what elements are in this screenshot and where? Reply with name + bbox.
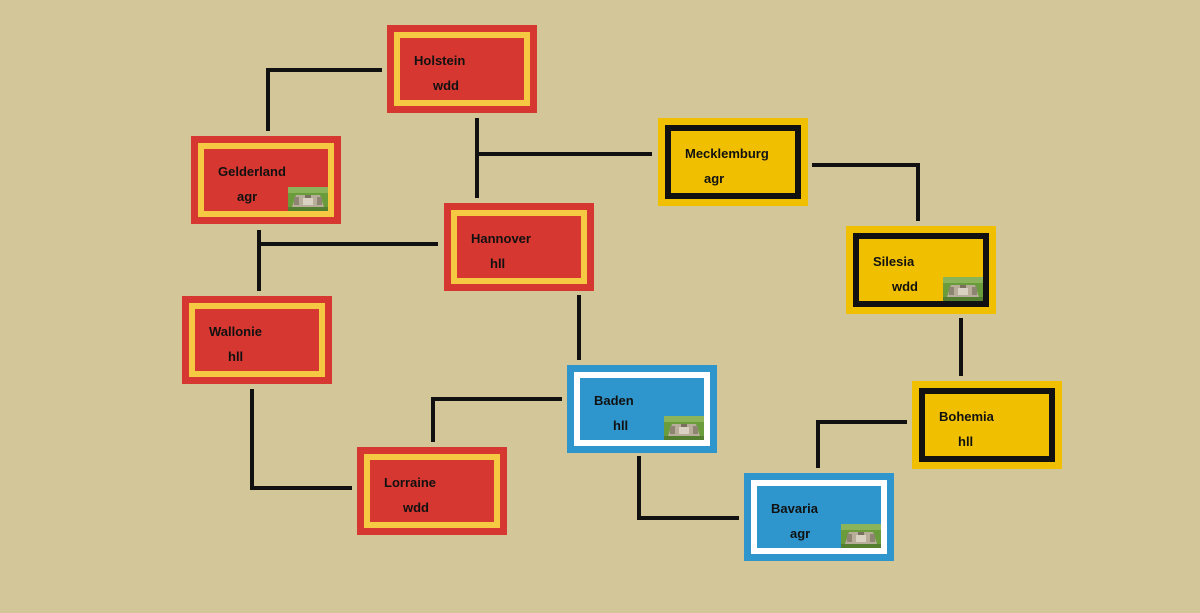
province-resource: hll	[490, 256, 506, 271]
link-baden-lorraine	[431, 397, 562, 442]
province-resource: hll	[613, 418, 629, 433]
province-name: Bohemia	[939, 409, 994, 424]
fortress-icon	[841, 524, 881, 548]
province-bohemia[interactable]: Bohemia hll	[912, 381, 1062, 469]
province-resource: agr	[790, 526, 811, 541]
province-resource: agr	[704, 171, 725, 186]
province-name: Silesia	[873, 254, 915, 269]
faction-border	[665, 125, 801, 199]
faction-border	[198, 143, 334, 217]
faction-border	[751, 480, 887, 554]
link-wallonie-lorraine	[250, 389, 352, 490]
province-mecklemburg[interactable]: Mecklemburg agr	[658, 118, 808, 206]
province-resource: wdd	[433, 78, 459, 93]
faction-border	[451, 210, 587, 284]
faction-border	[919, 388, 1055, 462]
faction-border	[574, 372, 710, 446]
province-gelderland[interactable]: Gelderland agr	[191, 136, 341, 224]
province-name: Mecklemburg	[685, 146, 769, 161]
faction-border	[189, 303, 325, 377]
province-name: Gelderland	[218, 164, 286, 179]
province-holstein[interactable]: Holstein wdd	[387, 25, 537, 113]
link-baden-bavaria	[637, 456, 739, 520]
province-resource: agr	[237, 189, 258, 204]
province-name: Lorraine	[384, 475, 437, 490]
faction-border	[364, 454, 500, 528]
province-baden[interactable]: Baden hll	[567, 365, 717, 453]
province-bavaria[interactable]: Bavaria agr	[744, 473, 894, 561]
province-resource: hll	[228, 349, 244, 364]
province-lorraine[interactable]: Lorraine wdd	[357, 447, 507, 535]
province-name: Wallonie	[209, 324, 262, 339]
province-silesia[interactable]: Silesia wdd	[846, 226, 996, 314]
fortress-icon	[664, 416, 704, 440]
link-holstein-gelderland	[266, 68, 382, 131]
province-resource: wdd	[892, 279, 918, 294]
fortress-icon	[288, 187, 328, 211]
province-name: Holstein	[414, 53, 466, 68]
fortress-icon	[943, 277, 983, 301]
province-resource: wdd	[403, 500, 429, 515]
faction-border	[853, 233, 989, 307]
province-resource: hll	[958, 434, 974, 449]
link-mecklemburg-silesia	[812, 163, 920, 221]
faction-border	[394, 32, 530, 106]
link-bohemia-bavaria	[816, 420, 907, 468]
province-name: Bavaria	[771, 501, 818, 516]
province-name: Hannover	[471, 231, 531, 246]
province-wallonie[interactable]: Wallonie hll	[182, 296, 332, 384]
province-name: Baden	[594, 393, 634, 408]
province-hannover[interactable]: Hannover hll	[444, 203, 594, 291]
